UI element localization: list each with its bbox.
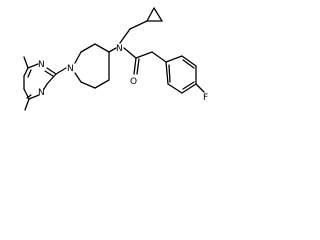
- piperidine-ring: [74, 43, 110, 89]
- methylene-linker: [119, 20, 148, 44]
- molecule-structure: N N N N O F: [23, 7, 208, 111]
- structure-canvas: N N N N O F: [0, 0, 226, 137]
- amide-nitrogen-label: N: [116, 44, 123, 54]
- cyclopropyl-ring: [146, 7, 163, 22]
- piperidine-to-amide-n-bond: [108, 47, 117, 53]
- fluorine-label: F: [203, 93, 208, 103]
- amide-group: [123, 47, 153, 75]
- pyrimidine-ring: [23, 63, 57, 100]
- pyrimidine-nitrogen-label: N: [38, 88, 45, 98]
- pyrimidine-nitrogen-label: N: [38, 60, 45, 70]
- piperidine-to-pyrimidine-bond: [55, 67, 67, 75]
- carbonyl-oxygen-label: O: [130, 77, 137, 87]
- piperidine-nitrogen-label: N: [67, 64, 74, 74]
- fluorophenyl-ring: [151, 51, 205, 94]
- pyrimidine-methyl-groups: [23, 56, 30, 111]
